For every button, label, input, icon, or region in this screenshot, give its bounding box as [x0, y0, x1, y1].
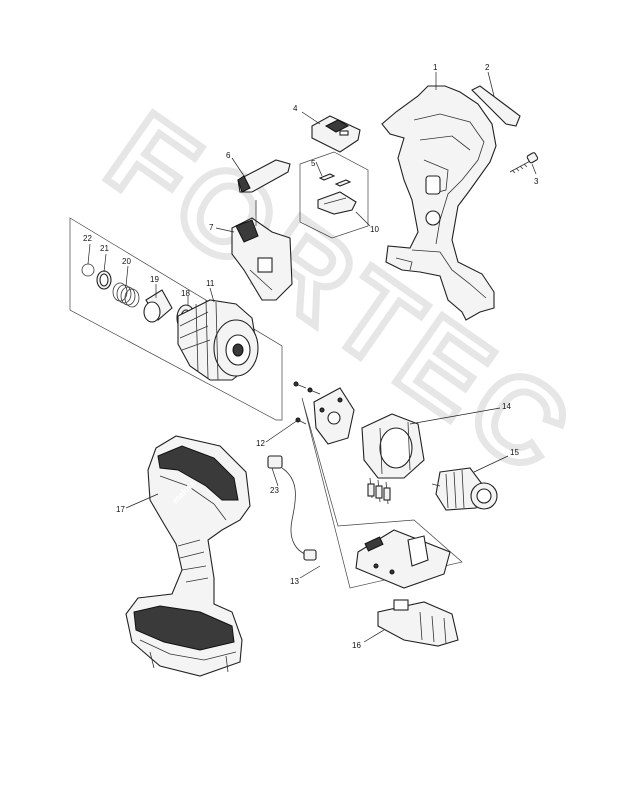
- sleeve-19[interactable]: [143, 289, 173, 323]
- stator-14[interactable]: [361, 413, 425, 505]
- callout-numbers: 1 2 3 4 5 6 7 10 11 12 13 14 15 16 17 18…: [83, 63, 539, 650]
- callout-10: 10: [370, 225, 379, 234]
- terminal-16[interactable]: [377, 599, 459, 647]
- callout-13: 13: [290, 577, 299, 586]
- callout-14: 14: [502, 402, 511, 411]
- callout-12: 12: [256, 439, 265, 448]
- callout-22: 22: [83, 234, 92, 243]
- screws-12[interactable]: [293, 381, 321, 425]
- callout-19: 19: [150, 275, 159, 284]
- callout-16: 16: [352, 641, 361, 650]
- callout-23: 23: [270, 486, 279, 495]
- callout-1: 1: [433, 63, 438, 72]
- callout-7: 7: [209, 223, 214, 232]
- callout-17: 17: [116, 505, 125, 514]
- callout-20: 20: [122, 257, 131, 266]
- screw-3[interactable]: [509, 152, 539, 174]
- callout-3: 3: [534, 177, 539, 186]
- rotor-15[interactable]: [431, 467, 498, 511]
- spring-5[interactable]: [318, 173, 352, 187]
- switch-7[interactable]: [231, 217, 293, 301]
- callout-5: 5: [311, 159, 316, 168]
- label-plate[interactable]: [471, 85, 521, 127]
- callout-4: 4: [293, 104, 298, 113]
- gear-housing-complete[interactable]: [177, 299, 259, 381]
- callout-15: 15: [510, 448, 519, 457]
- spring-20[interactable]: [112, 282, 140, 308]
- lever-10[interactable]: [317, 191, 357, 215]
- callout-21: 21: [100, 244, 109, 253]
- callout-6: 6: [226, 151, 231, 160]
- switch-plate[interactable]: [311, 115, 361, 153]
- housing-set[interactable]: [381, 85, 497, 321]
- controller-13[interactable]: [355, 529, 451, 589]
- switch-lever[interactable]: [237, 159, 291, 193]
- lead-wire-23[interactable]: [267, 455, 317, 561]
- motor-bracket[interactable]: [313, 387, 355, 445]
- callout-11: 11: [206, 279, 215, 288]
- retaining-ring-22[interactable]: [81, 263, 95, 277]
- tool-housing-17[interactable]: [125, 435, 251, 677]
- callout-2: 2: [485, 63, 490, 72]
- leader-lines: [87, 71, 537, 643]
- callout-18: 18: [181, 289, 190, 298]
- washer-21[interactable]: [96, 270, 112, 290]
